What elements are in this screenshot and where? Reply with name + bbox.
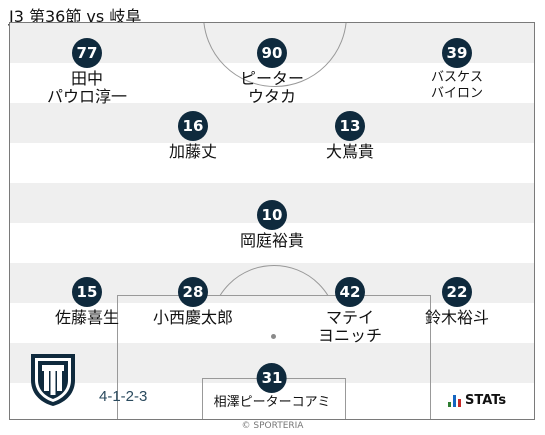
player-number-badge: 31: [257, 363, 287, 393]
player-number-badge: 22: [441, 277, 472, 307]
stats-logo: STATs: [448, 394, 506, 407]
player-number-badge: 77: [71, 38, 102, 68]
player-number-badge: 42: [334, 277, 365, 307]
player-10[interactable]: 10 岡庭裕貴: [240, 200, 304, 250]
player-name: マテイ ヨニッチ: [317, 308, 383, 345]
player-name: 鈴木裕斗: [424, 308, 490, 327]
player-name: 田中 パウロ淳一: [46, 69, 128, 106]
player-name: 相澤ピーターコアミ: [213, 395, 331, 410]
player-number-badge: 90: [256, 38, 287, 68]
player-name: 大嶌貴: [325, 142, 375, 161]
player-28[interactable]: 28 小西慶太郎: [153, 277, 233, 327]
player-name: 加藤丈: [168, 142, 218, 161]
player-13[interactable]: 13 大嶌貴: [326, 111, 374, 161]
player-number-badge: 10: [256, 200, 287, 230]
player-77[interactable]: 77 田中 パウロ淳一: [47, 38, 127, 106]
player-number-badge: 15: [71, 277, 102, 307]
player-name: 岡庭裕貴: [239, 231, 305, 250]
player-39[interactable]: 39 バスケス バイロン: [431, 38, 483, 102]
stats-logo-text: STATs: [465, 393, 507, 408]
player-number-badge: 13: [334, 111, 365, 141]
match-title: J3 第36節 vs 岐阜: [9, 7, 142, 26]
stats-bars-icon: [448, 395, 461, 407]
player-name: 佐藤喜生: [54, 308, 120, 327]
player-number-badge: 39: [441, 38, 472, 68]
player-31[interactable]: 31 相澤ピーターコアミ: [213, 363, 331, 411]
copyright-footer: © SPORTERIA: [241, 421, 304, 431]
player-name: 小西慶太郎: [152, 308, 234, 327]
player-42[interactable]: 42 マテイ ヨニッチ: [318, 277, 382, 345]
penalty-spot: [271, 334, 276, 339]
player-90[interactable]: 90 ピーター ウタカ: [240, 38, 304, 106]
player-name: ピーター ウタカ: [239, 69, 305, 106]
player-number-badge: 16: [177, 111, 208, 141]
player-22[interactable]: 22 鈴木裕斗: [425, 277, 489, 327]
player-16[interactable]: 16 加藤丈: [169, 111, 217, 161]
player-15[interactable]: 15 佐藤喜生: [55, 277, 119, 327]
player-name: バスケス バイロン: [430, 70, 484, 101]
formation-label: 4-1-2-3: [99, 388, 148, 405]
player-number-badge: 28: [177, 277, 208, 307]
team-crest-icon: [31, 354, 75, 406]
